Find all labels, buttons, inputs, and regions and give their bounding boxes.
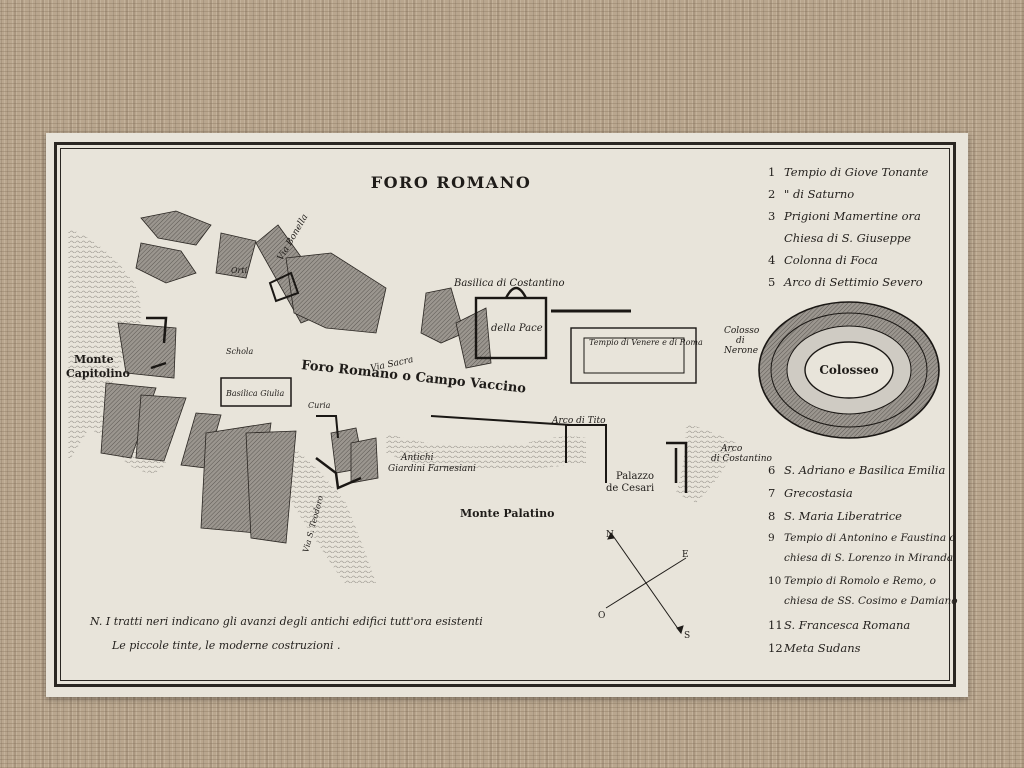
label-monte-palatino: Monte Palatino (460, 507, 554, 520)
label-della-pace: della Pace (491, 323, 543, 334)
label-schola: Schola (226, 347, 253, 356)
forum-map: FORO ROMANO Monte Capitolino Foro Romano… (66, 173, 940, 641)
compass-east: E (682, 550, 689, 560)
label-antichi-2: Giardini Farnesiani (388, 464, 476, 474)
label-monte-capitolino-2: Capitolino (66, 367, 130, 380)
label-arco-tito: Arco di Tito (551, 416, 606, 426)
compass-south: S (684, 631, 690, 641)
legend-item: 2" di Saturno (768, 187, 855, 201)
map-card: FORO ROMANO Monte Capitolino Foro Romano… (46, 133, 968, 697)
note-line-2: Le piccole tinte, le moderne costruzioni… (112, 639, 341, 652)
legend-item: 11S. Francesca Romana (768, 618, 911, 632)
note-line-1: N. I tratti neri indicano gli avanzi deg… (90, 615, 483, 628)
legend-item: 12Meta Sudans (768, 641, 861, 655)
legend-item: Chiesa di S. Giuseppe (784, 231, 912, 245)
map-title: FORO ROMANO (371, 173, 532, 192)
ancient-ruins (146, 271, 697, 493)
label-arco-costantino-2: di Costantino (711, 454, 772, 464)
label-colosseo: Colosseo (819, 363, 878, 377)
label-curia: Curia (308, 401, 331, 410)
legend-item: chiesa de SS. Cosimo e Damiano (784, 595, 958, 607)
compass-west: O (598, 611, 605, 621)
label-colosso-3: Nerone (723, 346, 758, 356)
label-tempio-venere-roma: Tempio di Venere e di Roma (589, 338, 703, 347)
label-palazzo-1: Palazzo (616, 471, 654, 482)
label-palazzo-2: de Cesari (606, 483, 654, 494)
compass-rose (605, 531, 687, 635)
colosseum-plan (758, 301, 940, 439)
label-basilica-costantino: Basilica di Costantino (453, 278, 564, 289)
legend-item: chiesa di S. Lorenzo in Miranda (784, 552, 954, 564)
inner-frame (60, 148, 950, 681)
label-colosso-2: di (736, 336, 745, 346)
compass-north: N (606, 530, 614, 540)
label-orti: Orti (231, 266, 248, 275)
label-basilica-giulia: Basilica Giulia (225, 389, 284, 398)
outer-frame (54, 142, 956, 687)
label-arco-costantino-1: Arco (720, 444, 743, 454)
label-monte-capitolino-1: Monte (74, 353, 114, 366)
building-blocks (100, 210, 492, 544)
label-colosso-1: Colosso (724, 326, 760, 336)
label-antichi-1: Antichi (400, 453, 434, 463)
